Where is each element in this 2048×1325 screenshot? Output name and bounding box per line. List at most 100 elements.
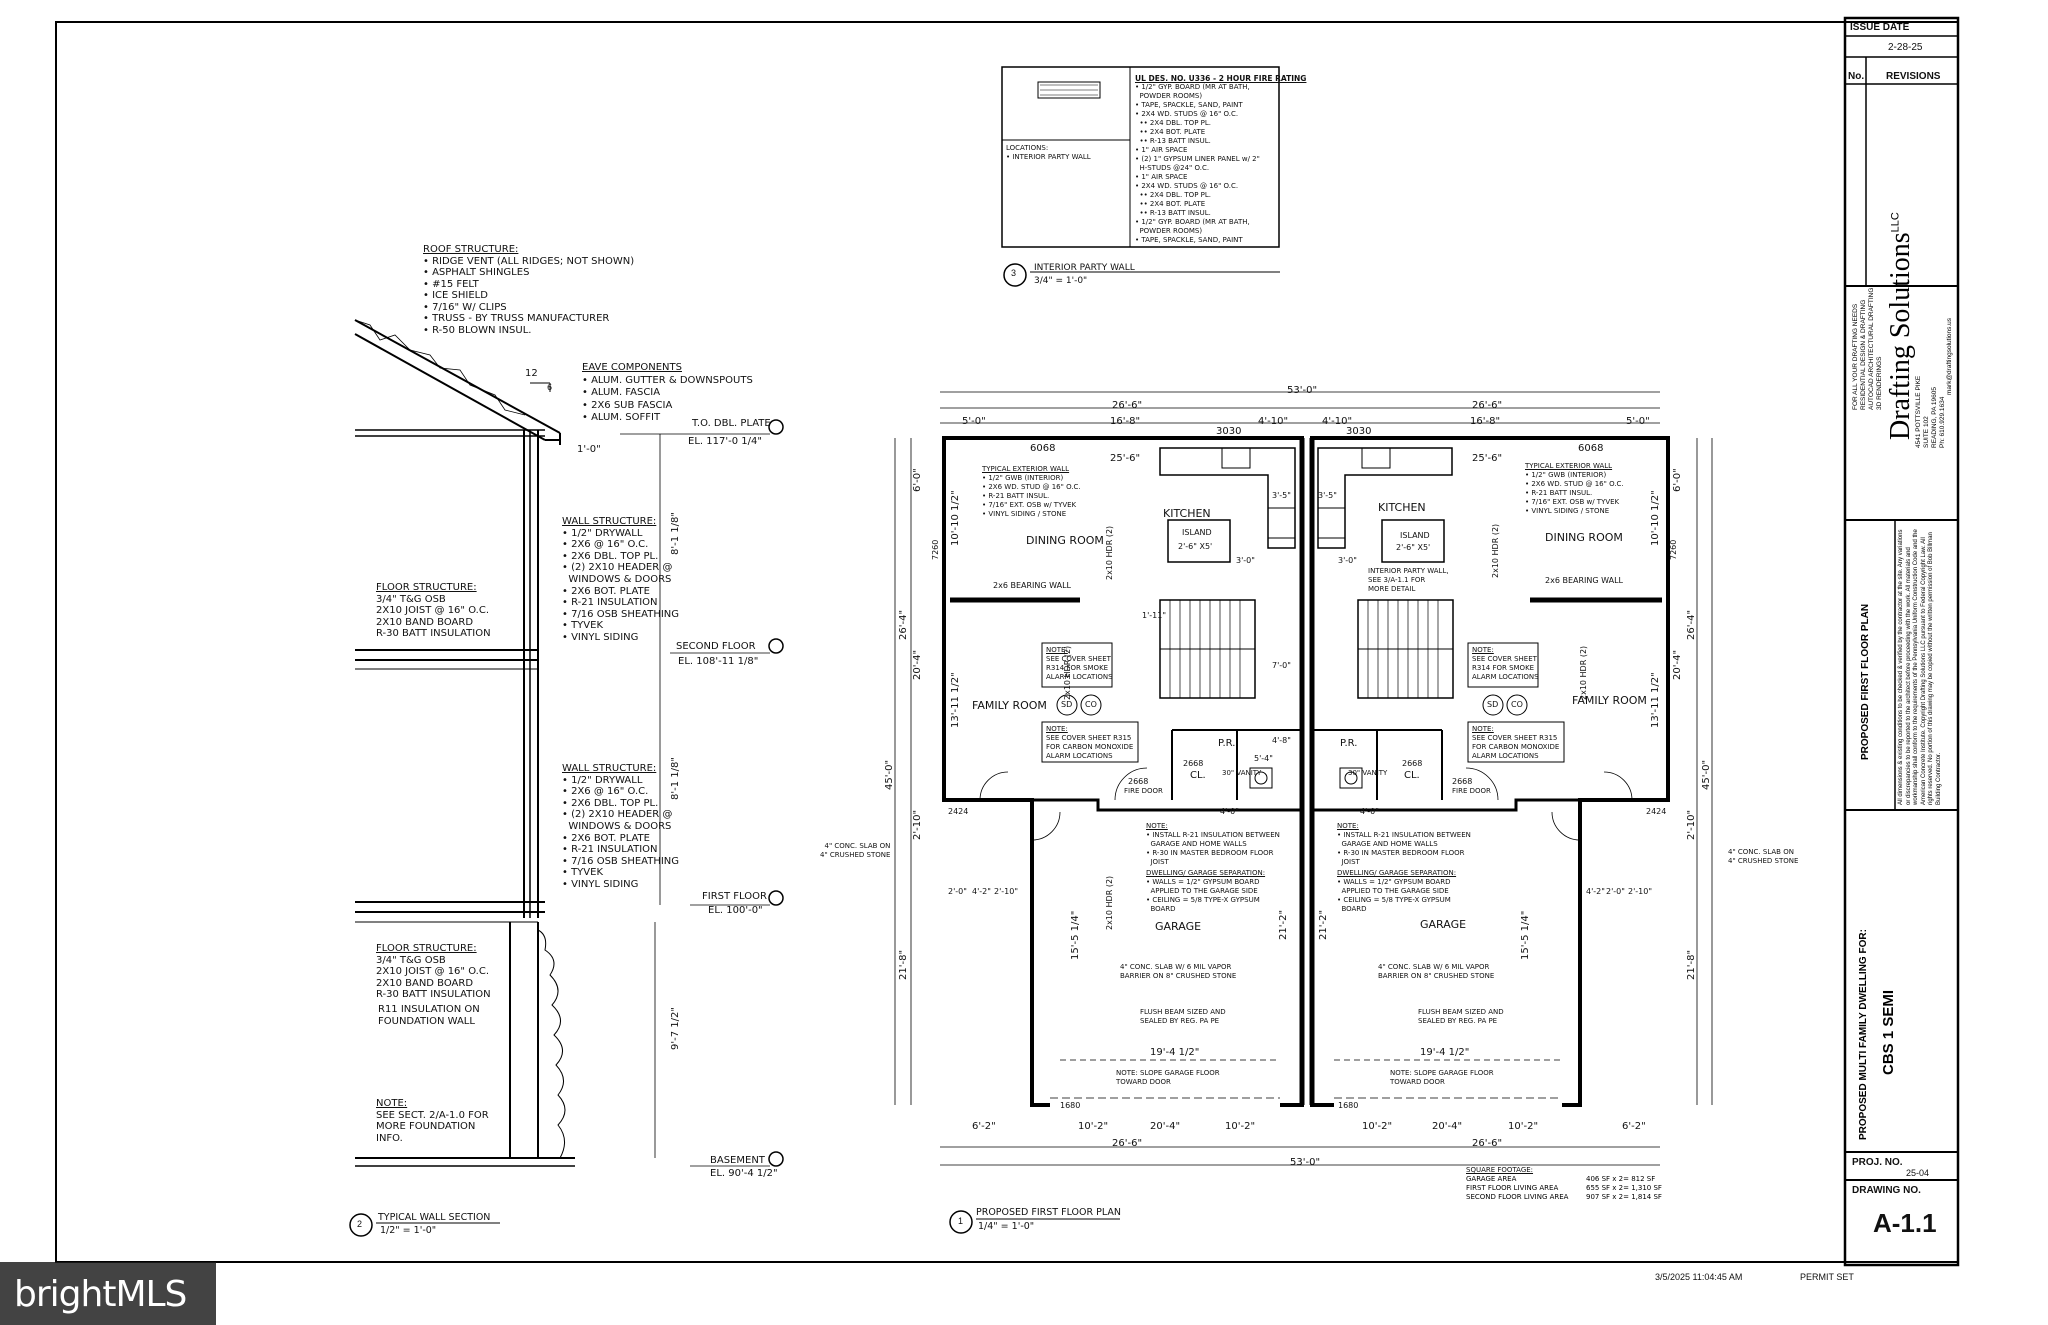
- note-line: INTERIOR PARTY WALL,: [1368, 567, 1449, 575]
- pitch-run: 12: [525, 368, 538, 379]
- note-line: NOTE: SLOPE GARAGE FLOOR: [1116, 1069, 1220, 1077]
- note-line: DWELLING/ GARAGE SEPARATION:: [1146, 869, 1266, 877]
- top-sub-dim-r1: 4'-10": [1322, 416, 1353, 427]
- note-line: • TRUSS - BY TRUSS MANUFACTURER: [423, 313, 610, 324]
- note-line: H-STUDS @24" O.C.: [1135, 164, 1210, 172]
- top-sub-dim-l2: 16'-8": [1110, 416, 1141, 427]
- overall-width-bottom: 53'-0": [1290, 1157, 1321, 1168]
- permit-set: PERMIT SET: [1800, 1272, 1854, 1282]
- sqft-label: GARAGE AREA: [1466, 1175, 1517, 1183]
- second-floor-el: EL. 108'-11 1/8": [678, 656, 759, 667]
- locations-label: LOCATIONS:: [1006, 144, 1049, 152]
- island-size-right: 2'-6" X5': [1396, 543, 1431, 552]
- bottom-dim-r3: 10'-2": [1508, 1121, 1539, 1132]
- note-line: NOTE: SLOPE GARAGE FLOOR: [1390, 1069, 1494, 1077]
- sqft-value: 907 SF x 2= 1,814 SF: [1586, 1193, 1662, 1201]
- small-dim-2: 4'-2": [972, 887, 991, 896]
- note-line: • WALLS = 1/2" GYPSUM BOARD: [1337, 878, 1451, 886]
- small-dim-8: 7'-0": [1272, 661, 1291, 670]
- firm-address: 4541 POTTSVILLE PIKE SUITE 102 READING, …: [1915, 375, 1946, 448]
- note-line: • VINYL SIDING / STONE: [1525, 507, 1610, 515]
- first-floor-el: EL. 100'-0": [708, 905, 763, 916]
- pitch-rise: 6: [547, 383, 553, 392]
- door-2668-left-a: 2668: [1128, 777, 1149, 786]
- note-line: • INSTALL R-21 INSULATION BETWEEN: [1337, 831, 1471, 839]
- island-left: ISLAND: [1182, 528, 1212, 537]
- note-line: • R-30 IN MASTER BEDROOM FLOOR: [1337, 849, 1465, 857]
- sqft-label: SECOND FLOOR LIVING AREA: [1466, 1193, 1569, 1201]
- garage-label-left: GARAGE: [1155, 920, 1202, 933]
- note-line: 2X10 BAND BOARD: [376, 977, 474, 989]
- overall-depth-right: 45'-0": [1701, 759, 1712, 790]
- half-width-top-left: 26'-6": [1112, 400, 1143, 411]
- issue-date: 2-28-25: [1888, 42, 1923, 53]
- title-block-rules: [1845, 35, 1958, 1181]
- dim-13-11-left: 13'-11 1/2": [950, 672, 961, 728]
- detail-1-marker: [949, 1210, 973, 1234]
- lower-wall-height: 8'-1 1/8": [670, 757, 681, 800]
- watermark: brightMLS: [14, 1274, 187, 1315]
- revisions-label: REVISIONS: [1886, 71, 1941, 82]
- small-dim-7: 5'-4": [1254, 754, 1273, 763]
- note-line: FLUSH BEAM SIZED AND: [1418, 1008, 1504, 1016]
- top-plate-label: T.O. DBL. PLATE: [692, 418, 771, 429]
- garage-depth-left: 15'-5 1/4": [1070, 910, 1081, 960]
- exterior-wall-spec-left: TYPICAL EXTERIOR WALL• 1/2" GWB (INTERIO…: [982, 465, 1081, 519]
- smoke-detector-left: SD: [1061, 700, 1073, 709]
- note-line: • ALUM. SOFFIT: [582, 412, 661, 423]
- upper-wall-height: 8'-1 1/8": [670, 512, 681, 555]
- note-line: • ALUM. FASCIA: [582, 387, 661, 398]
- small-dim-14: 3'-5": [1318, 491, 1337, 500]
- note-line: • 2X6 @ 16" O.C.: [562, 786, 649, 798]
- vanity-left: 30" VANITY: [1222, 769, 1262, 777]
- garage-21-2-left: 21'-2": [1278, 909, 1289, 940]
- island-size-left: 2'-6" X5': [1178, 542, 1213, 551]
- sheet-title: PROPOSED FIRST FLOOR PLAN: [1860, 603, 1871, 760]
- sqft-value: 406 SF x 2= 812 SF: [1586, 1175, 1656, 1183]
- note-line: MORE DETAIL: [1368, 585, 1416, 593]
- title-block-border: [1843, 16, 1960, 1267]
- note-line: • 1/2" GYP. BOARD (MR AT BATH,: [1135, 83, 1250, 91]
- note-line: WALL STRUCTURE:: [562, 516, 657, 527]
- note-line: DWELLING/ GARAGE SEPARATION:: [1337, 869, 1457, 877]
- dim-6-0-right: 6'-0": [1672, 468, 1683, 492]
- door-2668-left-b: 2668: [1183, 759, 1204, 768]
- sqft-row: GARAGE AREA 406 SF x 2= 812 SF: [1466, 1175, 1662, 1184]
- note-line: • 2X4 WD. STUDS @ 16" O.C.: [1135, 110, 1239, 118]
- note-line: NOTE:: [1472, 646, 1494, 654]
- detail-2-marker: [349, 1213, 373, 1237]
- cl-right: CL.: [1404, 770, 1420, 781]
- basement-label: BASEMENT: [710, 1155, 765, 1166]
- note-line: • 1" AIR SPACE: [1135, 173, 1188, 181]
- sqft-value: 655 SF x 2= 1,310 SF: [1586, 1184, 1662, 1192]
- note-line: ALARM LOCATIONS: [1472, 673, 1539, 681]
- overhang-dim: 1'-0": [577, 444, 601, 455]
- header-tag-r2: 2x10 HDR (2): [1579, 645, 1588, 700]
- note-line: • #15 FELT: [423, 278, 479, 290]
- smoke-detector-right: SD: [1487, 700, 1499, 709]
- dim-21-8-right: 21'-8": [1686, 949, 1697, 980]
- note-line: 3/4" T&G OSB: [376, 954, 446, 966]
- note-line: SEE COVER SHEET R315: [1046, 734, 1132, 742]
- floor-plan-drawing: [894, 391, 1713, 1234]
- detail-1-number: 1: [958, 1216, 964, 1226]
- note-line: • 2X6 DBL. TOP PL.: [562, 797, 659, 809]
- window-tag-right: 6068: [1578, 443, 1604, 454]
- detail-2-title: TYPICAL WALL SECTION: [378, 1212, 491, 1223]
- note-line: TYPICAL EXTERIOR WALL: [1525, 462, 1613, 470]
- note-line: • 7/16" EXT. OSB w/ TYVEK: [1525, 498, 1620, 506]
- half-width-bottom-left: 26'-6": [1112, 1138, 1143, 1149]
- proj-no: 25-04: [1906, 1168, 1930, 1178]
- note-line: • TAPE, SPACKLE, SAND, PAINT: [1135, 101, 1243, 109]
- small-dim-6: 4'-0": [1220, 807, 1239, 816]
- roof-structure-notes: ROOF STRUCTURE:• RIDGE VENT (ALL RIDGES;…: [423, 244, 634, 336]
- dim-26-4-left: 26'-4": [898, 609, 909, 640]
- watermark-badge: [0, 1262, 216, 1325]
- sqft-title: SQUARE FOOTAGE:: [1466, 1166, 1534, 1174]
- note-line: TOWARD DOOR: [1116, 1078, 1171, 1086]
- note-line: POWDER ROOMS): [1135, 92, 1203, 100]
